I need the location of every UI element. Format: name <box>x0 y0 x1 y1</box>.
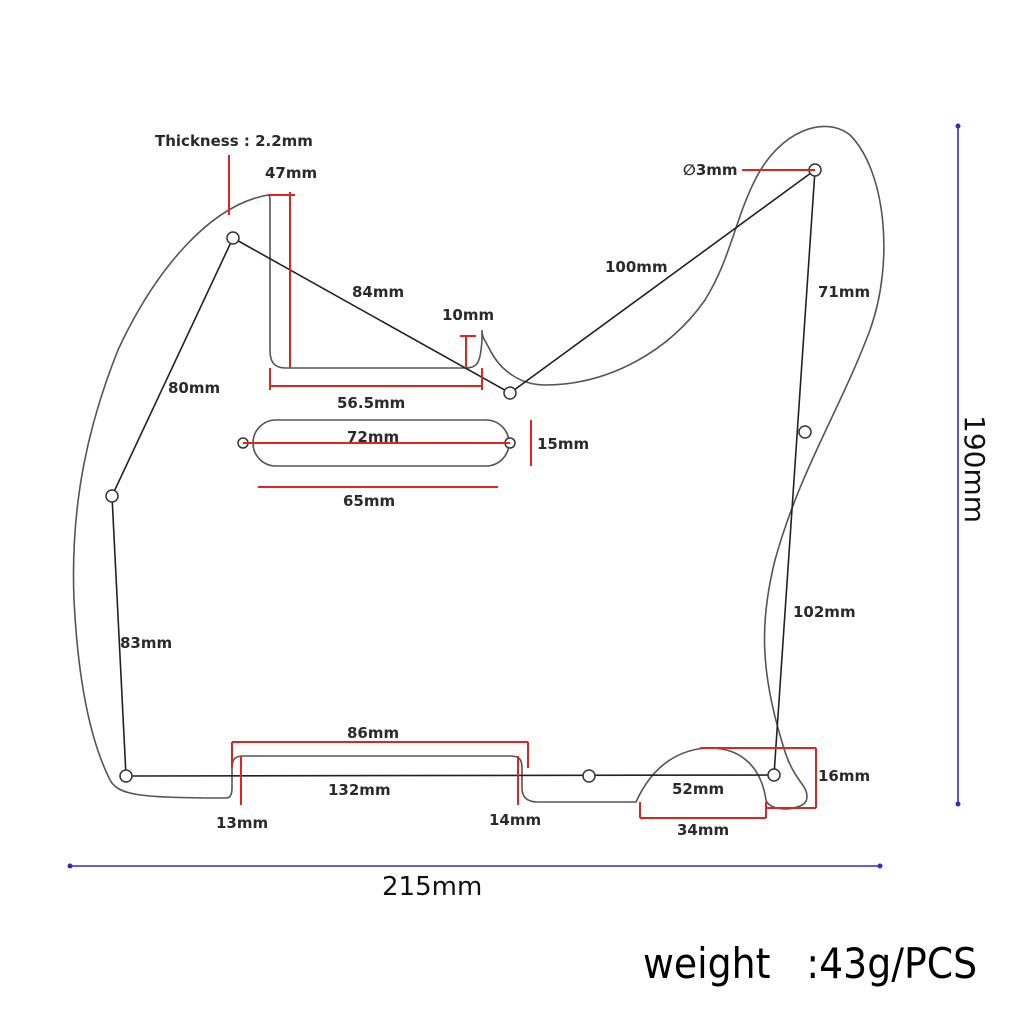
dim-72-label: 72mm <box>347 428 399 446</box>
dim-16-label: 16mm <box>818 767 870 785</box>
dim-13-label: 13mm <box>216 814 268 832</box>
screw-hole <box>119 769 133 783</box>
dim-15-label: 15mm <box>537 435 589 453</box>
dim-65-label: 65mm <box>343 492 395 510</box>
dim-56-5-label: 56.5mm <box>337 394 405 412</box>
red-dimension-lines <box>228 155 817 819</box>
connector-lines <box>111 168 816 777</box>
dim-84-label: 84mm <box>352 283 404 301</box>
dim-132-label: 132mm <box>328 781 391 799</box>
dim-80-label: 80mm <box>168 379 220 397</box>
dim-83-label: 83mm <box>120 634 172 652</box>
pickguard-outline <box>72 125 885 810</box>
screw-hole <box>767 768 781 782</box>
dim-102-label: 102mm <box>793 603 856 621</box>
overall-height-label: 190mm <box>958 415 991 523</box>
dim-34-label: 34mm <box>677 821 729 839</box>
thickness-label: Thickness : 2.2mm <box>155 132 313 150</box>
dim-71-label: 71mm <box>818 283 870 301</box>
overall-width-label: 215mm <box>382 872 482 902</box>
dim-86-label: 86mm <box>347 724 399 742</box>
screw-hole <box>503 386 517 400</box>
dim-10-label: 10mm <box>442 306 494 324</box>
dim-100-label: 100mm <box>605 258 668 276</box>
screw-hole <box>798 425 812 439</box>
dim-14-label: 14mm <box>489 811 541 829</box>
hole-diameter-label: ∅3mm <box>683 161 738 179</box>
dim-47-label: 47mm <box>265 164 317 182</box>
weight-label: weight :43g/PCS <box>643 939 977 988</box>
overall-dimension-lines <box>67 123 961 869</box>
dim-52-label: 52mm <box>672 780 724 798</box>
screw-hole <box>105 489 119 503</box>
screw-hole <box>226 231 240 245</box>
screw-hole <box>582 769 596 783</box>
